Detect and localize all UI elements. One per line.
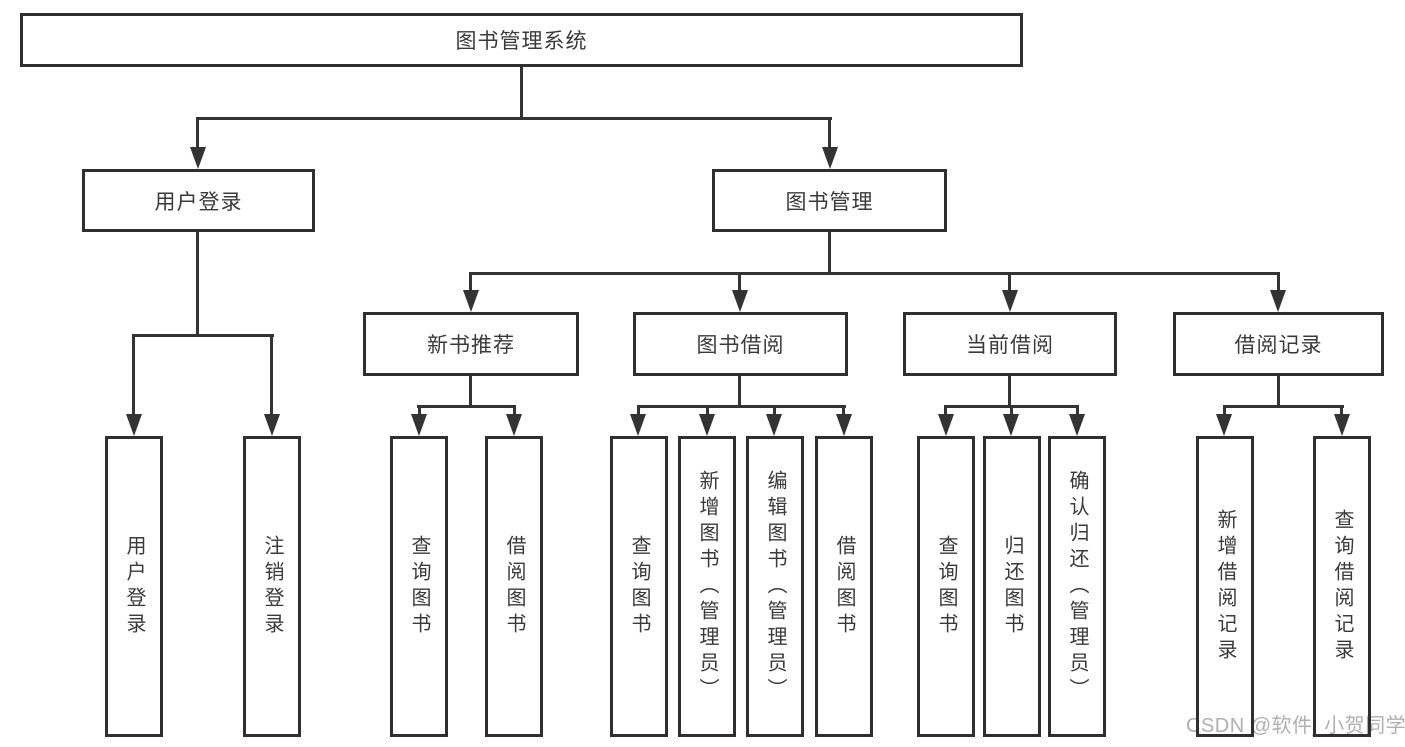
connector-line	[637, 406, 640, 416]
connector-line	[1076, 406, 1079, 416]
arrow-down-icon	[1002, 290, 1018, 312]
connector-line	[706, 406, 709, 416]
leaf-label: 借阅图书	[833, 534, 855, 639]
arrow-down-icon	[411, 414, 427, 436]
connector-line	[1008, 275, 1011, 292]
leaf-user-login: 用户登录	[105, 436, 163, 737]
arrow-down-icon	[1270, 290, 1286, 312]
connector-line	[738, 376, 741, 407]
connector-line	[417, 405, 516, 408]
arrow-down-icon	[630, 414, 646, 436]
leaf-label: 注销登录	[261, 534, 283, 639]
node-label: 当前借阅	[966, 334, 1054, 357]
node-new-book-recommend: 新书推荐	[363, 312, 579, 376]
leaf-label: 用户登录	[123, 534, 145, 639]
connector-line	[196, 232, 199, 335]
arrow-down-icon	[1069, 414, 1085, 436]
connector-line	[1223, 405, 1344, 408]
leaf-label: 确认归还（管理员）	[1066, 469, 1088, 704]
leaf-logout: 注销登录	[243, 436, 301, 737]
connector-line	[1340, 406, 1343, 416]
arrow-down-icon	[463, 290, 479, 312]
leaf-label: 查询图书	[628, 534, 650, 639]
node-label: 图书管理系统	[455, 30, 588, 53]
arrow-down-icon	[1216, 414, 1232, 436]
arrow-down-icon	[938, 414, 954, 436]
connector-line	[1010, 406, 1013, 416]
arrow-down-icon	[822, 147, 838, 169]
leaf-query-books: 查询图书	[610, 436, 668, 737]
leaf-label: 编辑图书（管理员）	[764, 469, 786, 704]
leaf-confirm-return-admin: 确认归还（管理员）	[1048, 436, 1106, 737]
node-borrow-records: 借阅记录	[1173, 312, 1384, 376]
connector-line	[132, 334, 274, 337]
leaf-borrow-books: 借阅图书	[485, 436, 543, 737]
leaf-return-book: 归还图书	[983, 436, 1041, 737]
connector-line	[842, 406, 845, 416]
connector-line	[1277, 376, 1280, 407]
connector-line	[196, 118, 199, 148]
connector-line	[196, 117, 832, 120]
connector-line	[828, 118, 831, 148]
node-book-borrow: 图书借阅	[633, 312, 848, 376]
node-label: 借阅记录	[1234, 334, 1323, 357]
leaf-label: 查询借阅记录	[1331, 508, 1353, 665]
connector-line	[1223, 406, 1226, 416]
connector-line	[773, 406, 776, 416]
leaf-label: 归还图书	[1001, 534, 1023, 639]
leaf-query-books: 查询图书	[390, 436, 448, 737]
leaf-label: 查询图书	[408, 534, 430, 639]
arrow-down-icon	[506, 414, 522, 436]
node-current-borrow: 当前借阅	[903, 312, 1117, 376]
watermark-text: CSDN @软件_小贺同学	[1186, 715, 1405, 737]
connector-line	[1008, 376, 1011, 407]
connector-line	[469, 376, 472, 407]
leaf-label: 新增图书（管理员）	[696, 469, 718, 704]
node-book-management: 图书管理	[712, 169, 947, 232]
arrow-down-icon	[264, 414, 280, 436]
arrow-down-icon	[126, 414, 142, 436]
node-user-login: 用户登录	[82, 169, 315, 232]
node-label: 图书管理	[785, 190, 874, 214]
connector-line	[270, 335, 273, 415]
connector-line	[520, 67, 523, 118]
arrow-down-icon	[190, 147, 206, 169]
connector-line	[828, 232, 831, 274]
leaf-label: 借阅图书	[503, 534, 525, 639]
leaf-add-borrow-record: 新增借阅记录	[1196, 436, 1254, 737]
node-label: 用户登录	[154, 190, 243, 214]
connector-line	[132, 335, 135, 415]
leaf-label: 新增借阅记录	[1214, 508, 1236, 665]
leaf-add-book-admin: 新增图书（管理员）	[678, 436, 736, 737]
connector-line	[469, 272, 1280, 275]
leaf-query-books: 查询图书	[917, 436, 975, 737]
connector-line	[418, 406, 421, 416]
connector-line	[637, 405, 846, 408]
connector-line	[513, 406, 516, 416]
arrow-down-icon	[766, 414, 782, 436]
arrow-down-icon	[836, 414, 852, 436]
leaf-borrow-books: 借阅图书	[815, 436, 873, 737]
arrow-down-icon	[1003, 414, 1019, 436]
leaf-label: 查询图书	[935, 534, 957, 639]
connector-line	[944, 406, 947, 416]
connector-line	[738, 275, 741, 292]
arrow-down-icon	[699, 414, 715, 436]
arrow-down-icon	[1334, 414, 1350, 436]
connector-line	[469, 275, 472, 292]
node-library-system: 图书管理系统	[20, 13, 1023, 67]
node-label: 新书推荐	[427, 334, 515, 357]
leaf-edit-book-admin: 编辑图书（管理员）	[746, 436, 804, 737]
connector-line	[1277, 275, 1280, 292]
node-label: 图书借阅	[696, 334, 785, 357]
leaf-query-borrow-record: 查询借阅记录	[1313, 436, 1371, 737]
arrow-down-icon	[732, 290, 748, 312]
